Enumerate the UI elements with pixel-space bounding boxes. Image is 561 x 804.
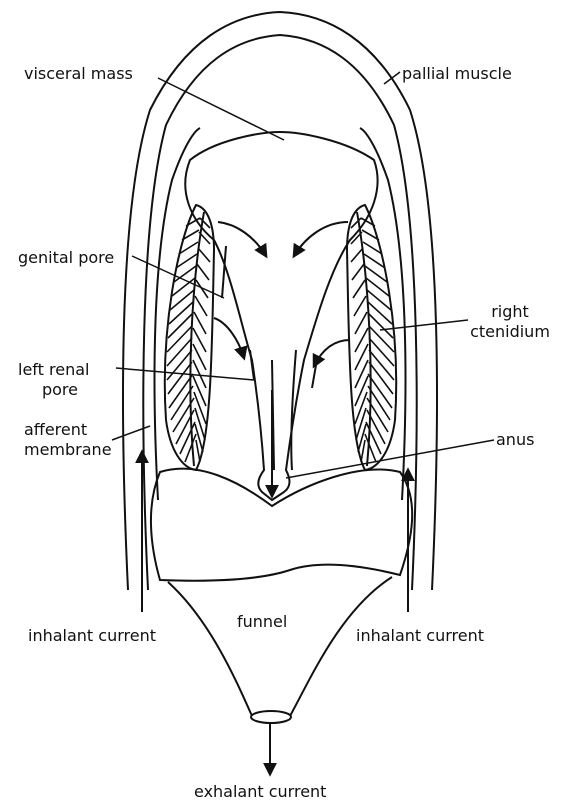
- label-right-ctenidium-2: ctenidium: [470, 322, 550, 341]
- right-ctenidium-filaments: [351, 218, 394, 462]
- label-visceral-mass: visceral mass: [24, 64, 133, 83]
- flow-arrow-mid-left: [214, 318, 244, 358]
- pallial-muscle-band: [143, 35, 416, 590]
- label-inhalant-current-left: inhalant current: [28, 626, 156, 645]
- funnel-tube-right: [290, 577, 392, 716]
- funnel-tube: [168, 582, 252, 716]
- leader-visceral-mass: [158, 78, 284, 140]
- label-exhalant-current: exhalant current: [194, 782, 326, 801]
- label-inhalant-current-right: inhalant current: [356, 626, 484, 645]
- label-pallial-muscle: pallial muscle: [402, 64, 512, 83]
- funnel-opening: [251, 711, 291, 723]
- label-anus: anus: [496, 430, 534, 449]
- leader-anus: [286, 440, 494, 478]
- flow-arrow-mid-right: [314, 340, 350, 366]
- label-afferent-membrane-1: afferent: [24, 420, 87, 439]
- leader-left-renal-pore: [116, 368, 254, 380]
- mantle-cavity-lining-right: [360, 128, 405, 500]
- funnel-collar: [151, 469, 412, 581]
- left-ctenidium-filaments: [167, 218, 210, 462]
- label-left-renal-pore-2: pore: [18, 380, 102, 399]
- leader-pallial-muscle: [384, 72, 400, 84]
- genital-duct: [222, 246, 226, 298]
- flow-arrow-upper-right: [294, 222, 348, 256]
- label-left-renal-pore-1: left renal: [18, 360, 89, 379]
- left-ctenidium: [165, 205, 214, 470]
- right-renal-papilla: [312, 365, 316, 388]
- label-funnel: funnel: [237, 612, 287, 631]
- label-afferent-membrane-2: membrane: [24, 440, 112, 459]
- label-genital-pore: genital pore: [18, 248, 114, 267]
- label-right-ctenidium-1: right: [470, 302, 550, 321]
- right-ctenidium: [347, 205, 396, 470]
